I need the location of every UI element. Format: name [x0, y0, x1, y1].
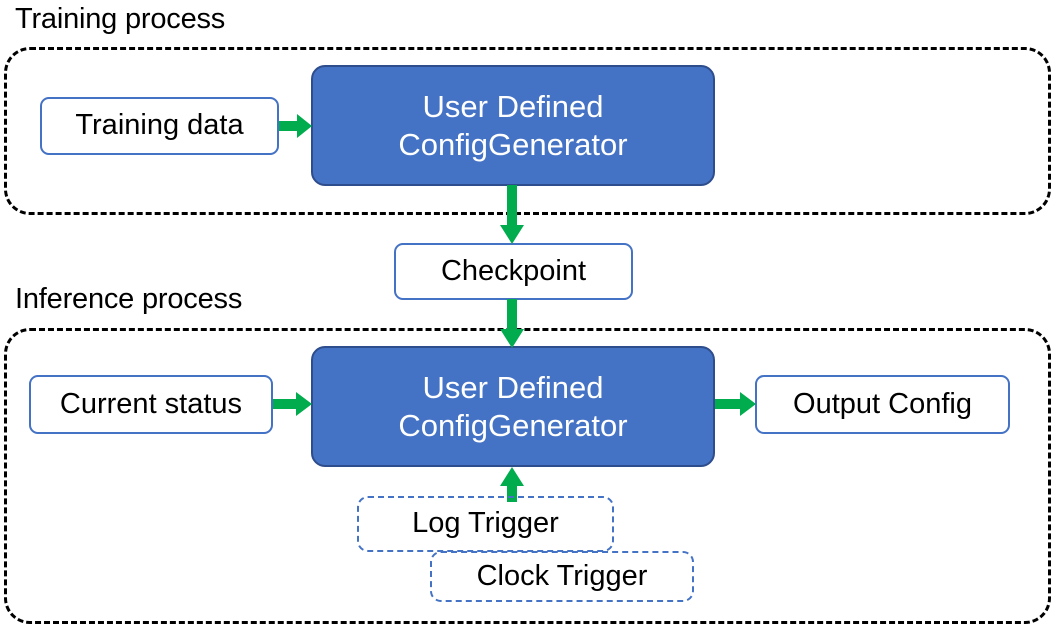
arrow-checkpoint-to-generator-icon: [498, 299, 526, 349]
generator-inference-line-2: ConfigGenerator: [398, 407, 628, 443]
inference-process-title: Inference process: [15, 283, 243, 315]
arrow-current-status-to-generator-icon: [273, 390, 313, 418]
training-process-group: [4, 47, 1051, 215]
generator-training-line-2: ConfigGenerator: [398, 126, 628, 162]
arrow-training-data-to-generator-icon: [279, 112, 313, 140]
node-user-defined-configgenerator-training[interactable]: User Defined ConfigGenerator: [311, 65, 715, 186]
generator-inference-line-1: User Defined: [422, 369, 604, 405]
node-clock-trigger[interactable]: Clock Trigger: [430, 551, 694, 602]
node-output-config[interactable]: Output Config: [755, 375, 1010, 434]
node-training-data[interactable]: Training data: [40, 97, 279, 155]
node-user-defined-configgenerator-inference[interactable]: User Defined ConfigGenerator: [311, 346, 715, 467]
node-current-status[interactable]: Current status: [29, 375, 273, 434]
arrow-generator-to-output-config-icon: [715, 390, 757, 418]
training-process-title: Training process: [15, 3, 226, 35]
node-checkpoint[interactable]: Checkpoint: [394, 243, 633, 300]
arrow-generator-to-checkpoint-icon: [498, 185, 526, 245]
arrow-trigger-to-generator-icon: [498, 467, 526, 503]
node-log-trigger[interactable]: Log Trigger: [357, 496, 614, 552]
generator-training-line-1: User Defined: [422, 88, 604, 124]
inference-process-group: [4, 328, 1051, 624]
